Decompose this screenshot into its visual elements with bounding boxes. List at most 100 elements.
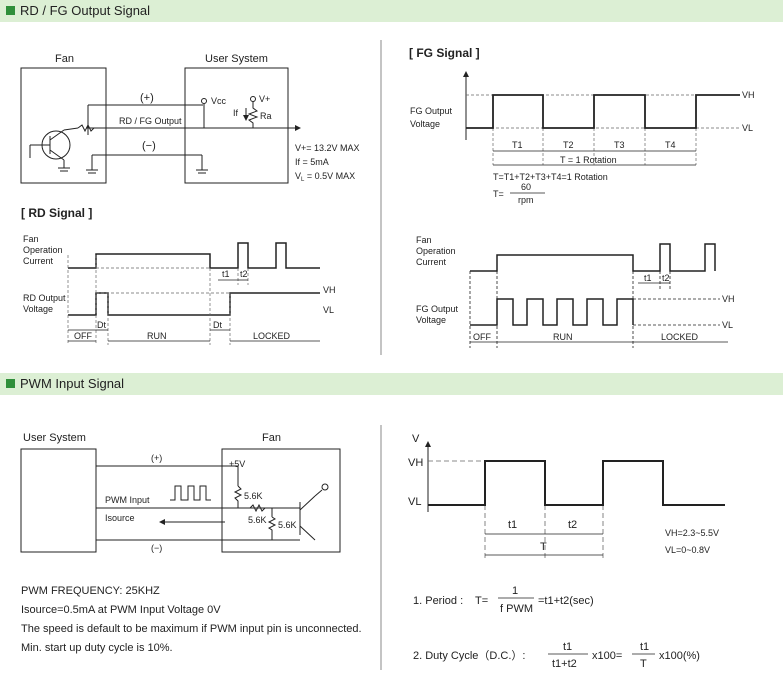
fg-out-label: Voltage (410, 119, 440, 129)
period-num: 1 (512, 585, 518, 597)
pwm-dimensions (485, 533, 603, 556)
if-label: If (233, 108, 239, 118)
fg2-out-label: Voltage (416, 315, 446, 325)
rd-out-label: Voltage (23, 304, 53, 314)
pwm-fan-label: Fan (262, 432, 281, 444)
rd-dt-label: Dt (213, 320, 222, 330)
fg-waveform (466, 94, 740, 129)
rd-title: [ RD Signal ] (21, 206, 92, 220)
fg-formula-den: rpm (518, 195, 534, 205)
signal-label: RD / FG Output (119, 116, 182, 126)
spec-if: If = 5mA (295, 157, 329, 167)
section-marker-icon (6, 379, 15, 388)
fg-out-label: FG Output (410, 106, 453, 116)
pwm-note: The speed is default to be maximum if PW… (21, 623, 362, 635)
rd-off-label: OFF (74, 331, 92, 341)
section-bar-rdfg: RD / FG Output Signal (0, 0, 783, 22)
duty-num1: t1 (563, 641, 572, 653)
fg2-fan-label: Fan (416, 235, 432, 245)
rd-vh-label: VH (323, 285, 336, 295)
fg-vh-label: VH (742, 90, 755, 100)
pwm-note: Isource=0.5mA at PWM Input Voltage 0V (21, 604, 221, 616)
fg2-t1-label: t1 (644, 273, 652, 283)
user-system-label: User System (205, 53, 268, 65)
pwm-circuit (20, 448, 341, 553)
fg-rotation-label: T = 1 Rotation (560, 155, 617, 165)
pwm-vh-label: VH (408, 457, 423, 469)
fg-formula-num: 60 (521, 182, 531, 192)
fg-t1-label: T1 (512, 140, 523, 150)
pwm-guides (428, 460, 604, 560)
duty-end: x100(%) (659, 650, 700, 662)
fg-t4-label: T4 (665, 140, 676, 150)
pwm-user-label: User System (23, 432, 86, 444)
fg2-vl-label: VL (722, 320, 733, 330)
pwm-minus-label: (−) (151, 543, 162, 553)
pwm-note: PWM FREQUENCY: 25KHZ (21, 585, 160, 597)
v5-label: +5V (229, 459, 245, 469)
duty-den2: T (640, 658, 647, 670)
fg2-off-label: OFF (473, 332, 491, 342)
pwm-t1-label: t1 (508, 519, 517, 531)
pwm-vl-label: VL (408, 496, 421, 508)
fg2-run-label: RUN (553, 332, 573, 342)
duty-den1: t1+t2 (552, 658, 577, 670)
pwm-note: Min. start up duty cycle is 10%. (21, 642, 173, 654)
rd-guides (67, 255, 249, 345)
pwm-v-label: V (412, 433, 420, 445)
pwm-T-label: T (540, 541, 547, 553)
fg2-fan-label: Operation (416, 246, 456, 256)
pwm-plus-label: (+) (151, 453, 162, 463)
fg2-dimensions (470, 282, 728, 343)
plus-label: (+) (140, 92, 154, 104)
fg-dimensions (493, 150, 696, 166)
fg-title: [ FG Signal ] (409, 46, 480, 60)
fg2-out-label: FG Output (416, 304, 459, 314)
pwm-input-label: PWM Input (105, 495, 150, 505)
pwm-vl-spec: VL=0~0.8V (665, 545, 710, 555)
r3-label: 5.6K (278, 520, 297, 530)
fg-t2-label: T2 (563, 140, 574, 150)
r2-label: 5.6K (248, 515, 267, 525)
rd-run-label: RUN (147, 331, 167, 341)
fan-label: Fan (55, 53, 74, 65)
fg-sum-formula: T=T1+T2+T3+T4=1 Rotation (493, 172, 608, 182)
rd-t1-label: t1 (222, 269, 230, 279)
pwm-t2-label: t2 (568, 519, 577, 531)
rd-out-label: RD Output (23, 293, 66, 303)
minus-label: (−) (142, 140, 156, 152)
fg-formula-lhs: T= (493, 189, 504, 199)
fg2-t2-label: t2 (662, 273, 670, 283)
rd-waveforms (68, 242, 320, 316)
duty-label: 2. Duty Cycle（D.C.）: (413, 649, 525, 662)
fg2-locked-label: LOCKED (661, 332, 699, 342)
ra-label: Ra (260, 111, 272, 121)
section-marker-icon (6, 6, 15, 15)
rd-locked-label: LOCKED (253, 331, 291, 341)
period-lhs: T= (475, 595, 488, 607)
rd-fan-label: Current (23, 256, 54, 266)
duty-mid: x100= (592, 650, 622, 662)
fg2-vh-label: VH (722, 294, 735, 304)
rd-fg-circuit (20, 67, 301, 184)
vcc-label: Vcc (211, 96, 227, 106)
rd-dt-label: Dt (97, 320, 106, 330)
duty-num2: t1 (640, 641, 649, 653)
pwm-waveform (428, 460, 725, 506)
period-rhs: =t1+t2(sec) (538, 595, 594, 607)
spec-vl: VL = 0.5V MAX (295, 171, 355, 183)
r1-label: 5.6K (244, 491, 263, 501)
section-title: PWM Input Signal (20, 376, 125, 391)
pwm-vh-spec: VH=2.3~5.5V (665, 528, 719, 538)
user-system-box (20, 448, 97, 553)
section-bar-pwm: PWM Input Signal (0, 373, 783, 395)
rd-t2-label: t2 (240, 269, 248, 279)
rd-fan-label: Operation (23, 245, 63, 255)
fg2-waveforms (470, 243, 716, 326)
isource-label: Isource (105, 513, 135, 523)
rd-fan-label: Fan (23, 234, 39, 244)
rd-vl-label: VL (323, 305, 334, 315)
fg2-guides (469, 271, 720, 348)
user-system-box (184, 67, 289, 184)
